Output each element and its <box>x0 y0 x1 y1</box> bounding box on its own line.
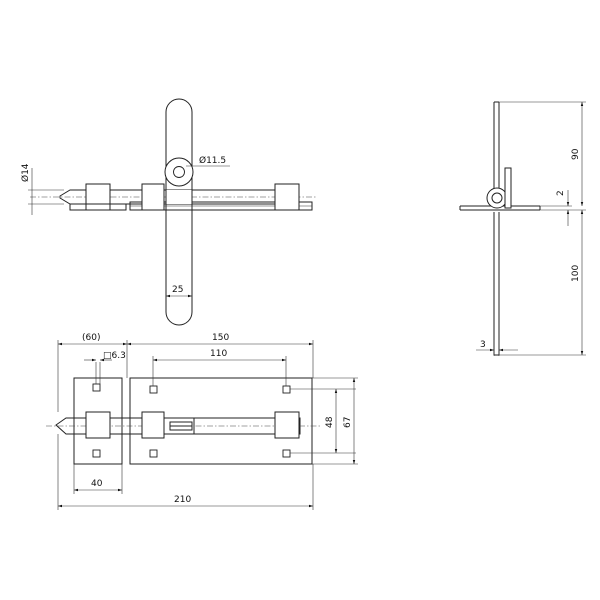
hole-main-3 <box>149 449 158 458</box>
handle-outline <box>165 98 193 326</box>
plate-height-67-label: 67 <box>343 417 353 428</box>
bolt-guide-right <box>274 183 300 211</box>
hole-spacing-48-label: 48 <box>325 416 335 428</box>
front-guide-left <box>85 411 111 439</box>
length-150-label: 150 <box>212 333 229 343</box>
hole-main-2 <box>282 385 291 394</box>
hole-main-4 <box>282 449 291 458</box>
handle-width-25-label: 25 <box>172 285 183 295</box>
top-view: Ø11.5 Ø14 25 <box>20 98 316 326</box>
hole-main-1 <box>149 385 158 394</box>
front-keeper-plate <box>73 377 123 465</box>
bolt-guide-mid <box>141 183 165 211</box>
side-view: 90 2 100 3 <box>459 101 586 356</box>
keeper-60-label: (60) <box>82 333 100 343</box>
front-guide-right <box>274 411 300 439</box>
hole-square-6-3-label: □6.3 <box>103 351 126 361</box>
height-100-label: 100 <box>571 265 581 282</box>
front-main-plate <box>129 377 313 465</box>
front-guide-mid <box>141 411 165 439</box>
thickness-3-label: 3 <box>480 340 486 350</box>
thickness-2-label: 2 <box>556 190 566 196</box>
overall-210-label: 210 <box>174 495 191 505</box>
keeper-holes-40-label: 40 <box>91 479 103 489</box>
hole-spacing-110-label: 110 <box>210 349 227 359</box>
hole-keeper-2 <box>92 449 101 458</box>
bolt-guide-left <box>85 183 111 211</box>
hole-keeper-1 <box>92 383 101 392</box>
height-90-label: 90 <box>571 148 581 160</box>
side-barrel <box>486 187 508 209</box>
dia-14-label: Ø14 <box>20 163 31 182</box>
front-view: (60) 150 □6.3 110 48 67 40 210 <box>46 333 358 510</box>
dia-11-5-label: Ø11.5 <box>199 155 226 166</box>
keeper-plate <box>69 203 127 211</box>
